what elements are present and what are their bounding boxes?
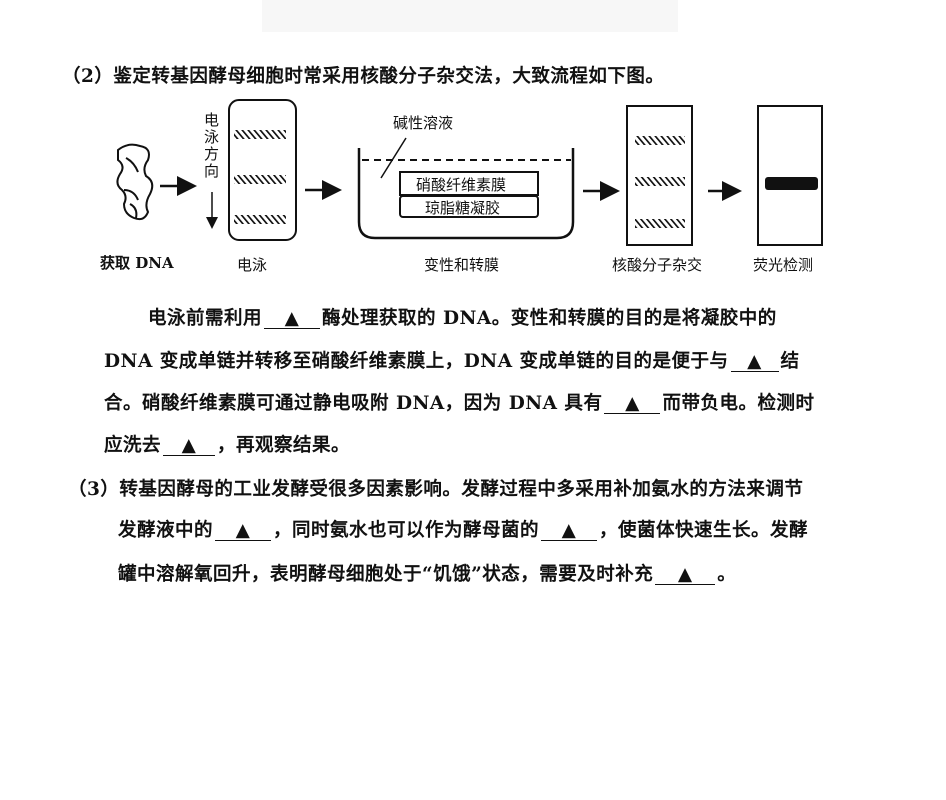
q2-line-2: DNA 变成单链并转移至硝酸纤维素膜上，DNA 变成单链的目的是便于与▲结	[104, 351, 800, 372]
hybrid-lane	[626, 105, 693, 246]
step-label: 荧光检测	[753, 256, 814, 274]
answer-blank[interactable]: ▲	[541, 521, 598, 541]
direction-label: 电泳方向	[204, 111, 220, 180]
detect-lane	[757, 105, 823, 246]
answer-blank[interactable]: ▲	[264, 309, 321, 329]
band	[635, 219, 685, 228]
q3-line-3: 罐中溶解氧回升，表明酵母细胞处于“饥饿”状态，需要及时补充▲。	[118, 564, 737, 585]
band	[635, 136, 685, 145]
gel-lane	[228, 99, 297, 241]
step-label: 获取 DNA	[100, 254, 174, 272]
band	[234, 130, 286, 139]
signal-band	[765, 177, 818, 190]
solution-label: 碱性溶液	[393, 114, 454, 132]
band	[234, 215, 286, 224]
answer-blank[interactable]: ▲	[730, 352, 779, 372]
step-label: 核酸分子杂交	[612, 256, 703, 274]
answer-blank[interactable]: ▲	[655, 565, 716, 585]
question-2-intro: （2）鉴定转基因酵母细胞时常采用核酸分子杂交法，大致流程如下图。	[62, 66, 665, 87]
tank	[357, 148, 575, 240]
q3-line-1: （3）转基因酵母的工业发酵受很多因素影响。发酵过程中多采用补加氨水的方法来调节	[68, 479, 804, 500]
answer-blank[interactable]: ▲	[215, 521, 272, 541]
answer-blank[interactable]: ▲	[163, 436, 216, 456]
pointer-line	[380, 137, 407, 179]
membrane-label: 硝酸纤维素膜	[416, 176, 507, 194]
q2-line-1: 电泳前需利用▲酶处理获取的 DNA。变性和转膜的目的是将凝胶中的	[148, 308, 777, 329]
gel-box	[399, 195, 539, 218]
step-label: 电泳	[237, 256, 268, 274]
band	[635, 177, 685, 186]
q3-line-2: 发酵液中的▲，同时氨水也可以作为酵母菌的▲，使菌体快速生长。发酵	[118, 520, 809, 541]
answer-blank[interactable]: ▲	[604, 394, 661, 414]
step-label: 变性和转膜	[424, 256, 500, 274]
hybridization-diagram	[116, 99, 823, 246]
band	[234, 175, 286, 184]
dna-blob-icon	[116, 143, 154, 221]
q2-line-3: 合。硝酸纤维素膜可通过静电吸附 DNA，因为 DNA 具有▲而带负电。检测时	[104, 393, 815, 414]
header-strip	[262, 0, 678, 32]
gel-label: 琼脂糖凝胶	[425, 199, 501, 217]
q2-line-4: 应洗去▲，再观察结果。	[104, 435, 351, 456]
